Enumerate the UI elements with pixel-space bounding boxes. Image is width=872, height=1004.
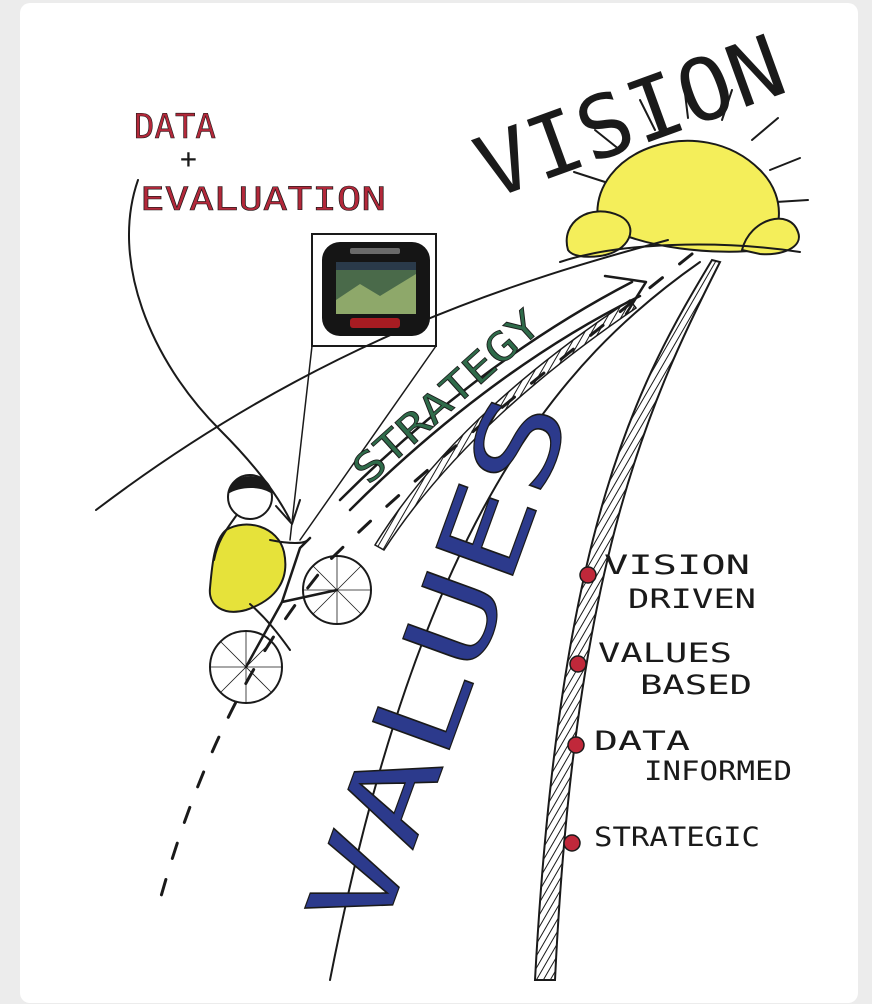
bullet-dot-icon — [579, 566, 597, 584]
bullet-dot-icon — [569, 655, 587, 673]
strategy-band — [373, 298, 638, 551]
bullet-line2: INFORMED — [644, 756, 792, 787]
bullet-item: VALUES BASED — [569, 638, 752, 701]
bullet-line1: VISION — [604, 550, 750, 581]
cyclist-icon — [208, 474, 372, 704]
gps-device-icon — [322, 242, 430, 336]
sun-icon — [559, 84, 809, 263]
plus-label: + — [180, 142, 197, 175]
bullet-item: STRATEGIC — [563, 822, 760, 853]
data-callout-arrowhead — [275, 499, 301, 525]
bullet-dot-icon — [563, 834, 581, 852]
gps-callout — [289, 233, 437, 541]
data-evaluation-label: DATA + EVALUATION — [134, 107, 387, 219]
evaluation-label: EVALUATION — [140, 180, 386, 218]
bullet-line2: BASED — [640, 670, 752, 701]
bullet-item: DATA INFORMED — [567, 726, 792, 787]
data-label: DATA — [134, 107, 216, 147]
road-inner-line — [329, 261, 701, 981]
road-right-edge — [533, 258, 722, 981]
bullet-item: VISION DRIVEN — [579, 550, 756, 615]
bullet-line2: DRIVEN — [628, 584, 756, 615]
bullet-line1: STRATEGIC — [594, 822, 760, 853]
bullet-dot-icon — [567, 736, 585, 754]
bullet-list: VISION DRIVEN VALUES BASED DATA INFORMED… — [563, 550, 792, 853]
bullet-line1: DATA — [594, 726, 690, 757]
arrow-icon — [338, 274, 648, 512]
bullet-line1: VALUES — [598, 638, 732, 669]
